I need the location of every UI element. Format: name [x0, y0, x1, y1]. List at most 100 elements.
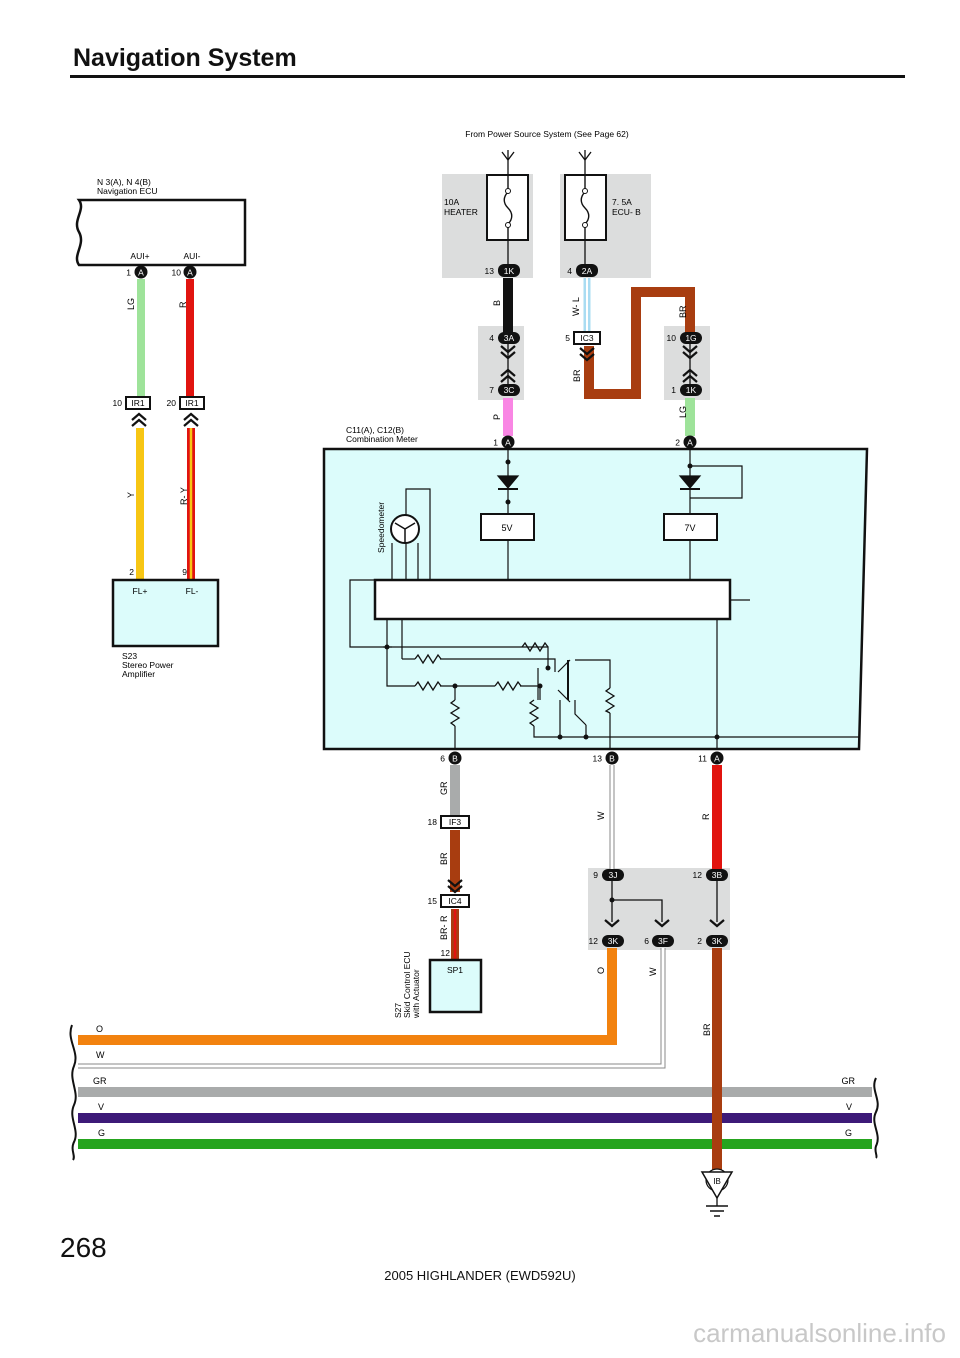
svg-text:1G: 1G [685, 333, 696, 343]
page-title: Navigation System [73, 44, 297, 72]
power-arrowhead-ecub [578, 151, 592, 162]
conn-meter-1a: A 1 [493, 435, 515, 449]
bus-label-v-left: V [98, 1102, 104, 1112]
conn-2a-ecub: 2A 4 [567, 264, 598, 277]
svg-text:4: 4 [489, 333, 494, 343]
connector-chevron-3f [654, 919, 670, 928]
wire-label-lg: LG [678, 406, 688, 418]
title-rule [70, 75, 905, 78]
skid-conn: SP1 [447, 965, 463, 975]
amp-name-1: Stereo Power [122, 660, 174, 670]
conn-3c: 3C 7 [489, 384, 520, 396]
connector-chevron-3c [500, 368, 516, 383]
svg-text:3J: 3J [609, 870, 618, 880]
svg-text:A: A [187, 268, 193, 278]
amp-name-2: Amplifier [122, 669, 155, 679]
page-number: 268 [60, 1232, 107, 1263]
nav-ecu-box [75, 198, 247, 267]
wire-label-y: Y [126, 492, 136, 498]
skid-ecu-box [428, 958, 483, 1014]
wire-label-wl: W- L [571, 297, 581, 316]
conn-meter-11a: A 11 [698, 751, 724, 765]
svg-text:2A: 2A [582, 266, 593, 276]
svg-text:3K: 3K [608, 936, 619, 946]
fuse-heater-dot1 [505, 188, 511, 194]
bus-wire-w-fill [78, 948, 665, 1068]
connector-chevron-3k2 [709, 919, 725, 928]
conn-1k-lg: 1K 1 [671, 384, 702, 396]
meter-junction-dots [384, 459, 720, 740]
speedometer-gauge-icon [390, 514, 420, 544]
wire-label-b: B [492, 300, 502, 306]
svg-text:12: 12 [693, 870, 703, 880]
conn-ir1-20: IR1 20 [167, 396, 205, 410]
meter-5v-label: 5V [501, 523, 512, 533]
bus-label-gr-right: GR [842, 1076, 856, 1086]
svg-text:3F: 3F [658, 936, 668, 946]
connector-chevron-1g [682, 345, 698, 360]
svg-text:10: 10 [172, 268, 182, 278]
conn-3k-2: 3K 2 [697, 935, 728, 947]
meter-name: Combination Meter [346, 434, 418, 444]
bus-break-left [69, 1024, 77, 1161]
nav-ecu-ref: N 3(A), N 4(B) [97, 177, 151, 187]
svg-text:IF3: IF3 [449, 817, 462, 827]
conn-nav-a1: A 1 [126, 265, 148, 279]
connector-chevron-ic3 [579, 347, 595, 362]
svg-text:1K: 1K [686, 385, 697, 395]
fuse-heater-amp: 10A [444, 197, 459, 207]
svg-text:IB: IB [713, 1177, 721, 1186]
fuse-heater-dot2 [505, 222, 511, 228]
fuse-ecub-dot2 [582, 222, 588, 228]
conn-meter-6b: B 6 [440, 751, 462, 765]
amp-ref: S23 [122, 651, 137, 661]
wire-label-o: O [596, 967, 606, 974]
svg-text:A: A [687, 438, 693, 448]
bus-label-g-right: G [845, 1128, 852, 1138]
svg-text:18: 18 [428, 817, 438, 827]
wire-label-br-top: BR [678, 305, 688, 318]
svg-text:A: A [505, 438, 511, 448]
connector-chevron-ir1-b [183, 412, 199, 427]
wire-label-p: P [492, 414, 502, 420]
skid-name-2: with Actuator [411, 969, 421, 1019]
svg-text:B: B [609, 754, 615, 764]
amp-pin-9: 9 [182, 567, 187, 577]
wire-label-nav-lg: LG [126, 298, 136, 310]
fuse-ecub-name: ECU- B [612, 207, 641, 217]
svg-text:15: 15 [428, 896, 438, 906]
svg-text:IR1: IR1 [131, 398, 145, 408]
svg-text:2: 2 [697, 936, 702, 946]
conn-ic4: IC4 15 [428, 894, 470, 908]
watermark: carmanualsonline.info [693, 1318, 946, 1348]
wire-label-gr: GR [439, 781, 449, 795]
amplifier-box [111, 578, 220, 648]
svg-text:B: B [452, 754, 458, 764]
nav-ecu-name: Navigation ECU [97, 186, 157, 196]
power-arrowhead-heater [501, 151, 515, 162]
svg-text:3C: 3C [504, 385, 515, 395]
bus-wire-o [78, 948, 617, 1045]
bus-wire-w [78, 948, 666, 1069]
svg-text:9: 9 [593, 870, 598, 880]
svg-text:11: 11 [698, 754, 707, 764]
conn-nav-a10: A 10 [172, 265, 197, 279]
fuse-heater-element [503, 176, 513, 240]
bus-label-o-left: O [96, 1024, 103, 1034]
svg-text:20: 20 [167, 398, 177, 408]
svg-text:3A: 3A [504, 333, 515, 343]
svg-text:13: 13 [593, 754, 603, 764]
meter-ref: C11(A), C12(B) [346, 425, 404, 435]
svg-text:3B: 3B [712, 870, 723, 880]
fuse-ecub-amp: 7. 5A [612, 197, 632, 207]
conn-3k-12: 3K 12 [589, 935, 624, 947]
svg-text:IR1: IR1 [185, 398, 199, 408]
amp-fl-minus: FL- [186, 586, 199, 596]
svg-text:7: 7 [489, 385, 494, 395]
wire-label-brr: BR- R [439, 915, 449, 940]
nav-ecu-aui-minus: AUI- [184, 251, 201, 261]
conn-3b: 3B 12 [693, 869, 728, 881]
skid-ref: S27 [393, 1003, 403, 1018]
meter-5v-regulator [480, 513, 535, 541]
conn-1g: 1G 10 [667, 332, 702, 344]
